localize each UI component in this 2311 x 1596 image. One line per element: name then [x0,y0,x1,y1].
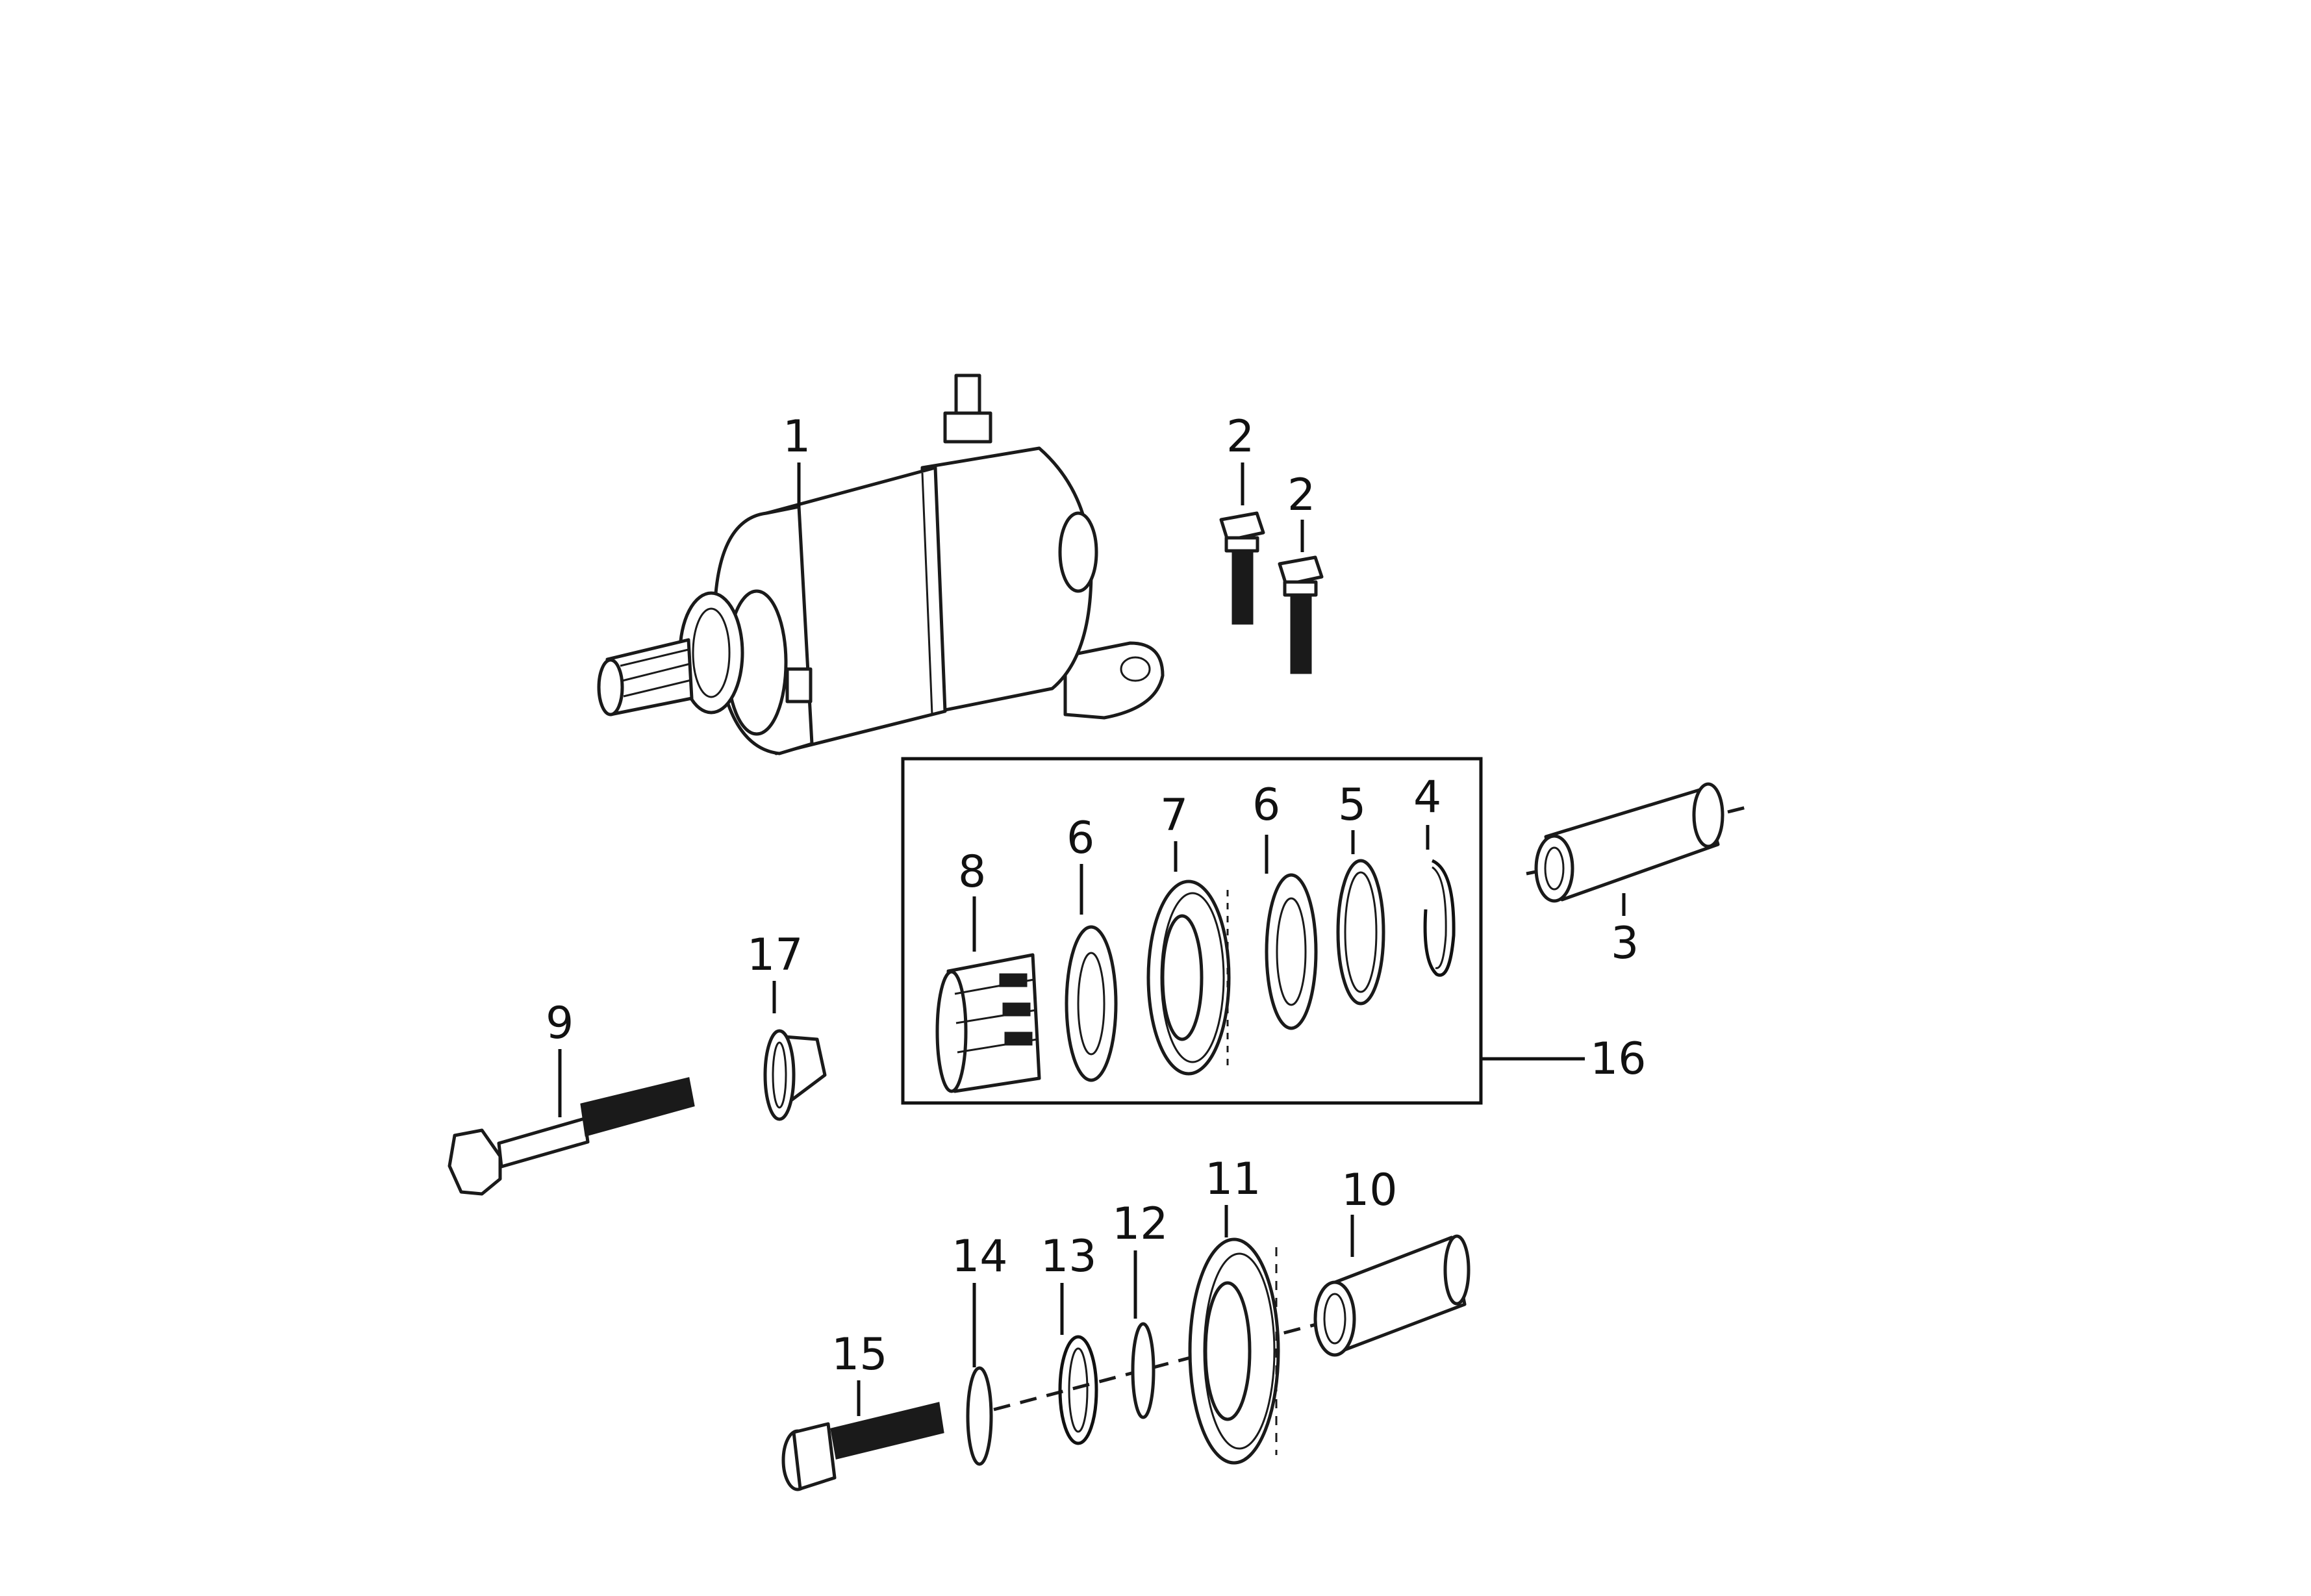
callout-2-a: 2 [1226,411,1254,462]
callout-12: 12 [1112,1198,1168,1250]
part-12-washer [1131,1322,1156,1419]
callout-11: 11 [1205,1154,1261,1205]
part-6-washer-right [1265,873,1318,1030]
part-6-washer-left [1065,925,1118,1082]
part-9-long-bolt [448,1077,695,1196]
callout-17: 17 [747,930,803,981]
callout-labels: 1 2 2 3 4 5 6 7 6 8 17 9 16 10 11 12 13 … [546,411,1647,1380]
callout-10: 10 [1341,1165,1398,1216]
callout-2-b: 2 [1287,470,1315,521]
callout-14: 14 [952,1231,1008,1282]
callout-4: 4 [1413,772,1441,823]
callout-15: 15 [831,1329,888,1380]
part-10-sleeve [1313,1234,1471,1357]
part-7-reduction-gear [1146,880,1231,1076]
part-5-thrust-ring [1336,859,1385,1006]
part-13-circlip [1058,1335,1098,1445]
callout-3: 3 [1611,918,1639,969]
lower-axis-line [993,1317,1339,1412]
part-17-bushing [763,1029,827,1121]
callout-9: 9 [546,998,574,1049]
callout-1: 1 [783,411,811,462]
callout-6-a: 6 [1067,813,1094,864]
part-16-assembly-box [901,757,1483,1105]
part-2-flange-bolt-a [1219,511,1265,625]
part-1-starter-motor [597,374,1165,755]
callout-7: 7 [1160,790,1188,841]
part-3-sleeve [1526,782,1754,903]
callout-8: 8 [958,846,986,898]
part-8-pinion-gear [935,953,1041,1093]
callout-13: 13 [1041,1231,1097,1282]
part-4-circlip [1423,859,1456,977]
part-11-idler-gear [1188,1237,1280,1465]
callout-16: 16 [1590,1033,1647,1085]
part-14-washer [966,1366,993,1466]
callout-5: 5 [1338,779,1366,831]
leader-lines [558,462,1626,1416]
part-15-bolt [781,1402,944,1491]
callout-6-b: 6 [1252,779,1280,831]
part-2-flange-bolt-b [1278,555,1324,674]
